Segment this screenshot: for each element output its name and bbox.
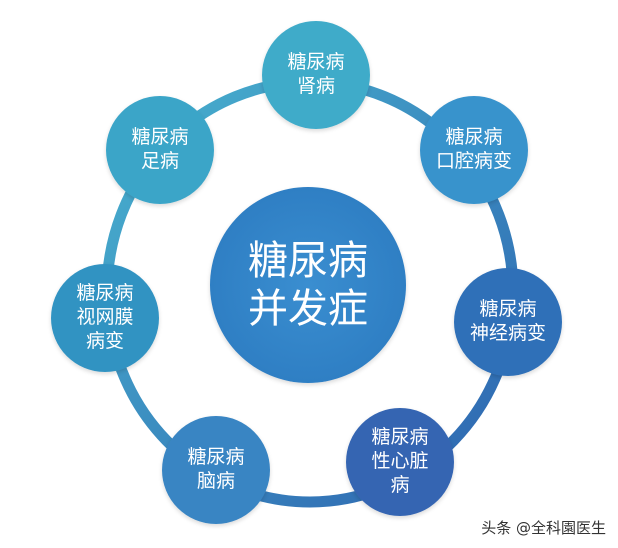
node-label: 肾病 — [296, 75, 335, 97]
node-label: 性心脏 — [371, 450, 429, 473]
node-neuropathy: 糖尿病 神经病变 — [454, 268, 562, 376]
node-label: 口腔病变 — [435, 150, 512, 172]
node-label: 糖尿病 — [76, 282, 134, 305]
node-retinopathy: 糖尿病 视网膜 病变 — [51, 264, 159, 372]
node-heart-disease: 糖尿病 性心脏 病 — [346, 408, 454, 516]
center-label-line1: 糖尿病 — [248, 238, 368, 284]
node-label: 视网膜 — [76, 306, 134, 329]
node-diabetic-foot: 糖尿病 足病 — [106, 96, 214, 204]
node-encephalopathy: 糖尿病 脑病 — [162, 416, 270, 524]
node-label: 病 — [390, 473, 410, 496]
node-label: 神经病变 — [469, 322, 546, 344]
node-label: 糖尿病 — [287, 51, 345, 74]
node-label: 足病 — [140, 150, 179, 172]
node-label: 糖尿病 — [479, 298, 537, 321]
node-label: 糖尿病 — [131, 126, 189, 149]
watermark: 头条 @全科園医生 — [481, 519, 606, 537]
node-label: 糖尿病 — [371, 426, 429, 449]
center-node-diabetes-complications: 糖尿病 并发症 — [210, 187, 406, 383]
node-oral-disease: 糖尿病 口腔病变 — [420, 96, 528, 204]
node-label: 脑病 — [196, 470, 235, 492]
node-label: 糖尿病 — [445, 126, 503, 149]
node-label: 糖尿病 — [187, 446, 245, 469]
center-label-line2: 并发症 — [248, 286, 368, 332]
node-nephropathy: 糖尿病 肾病 — [262, 21, 370, 129]
node-label: 病变 — [85, 329, 124, 352]
